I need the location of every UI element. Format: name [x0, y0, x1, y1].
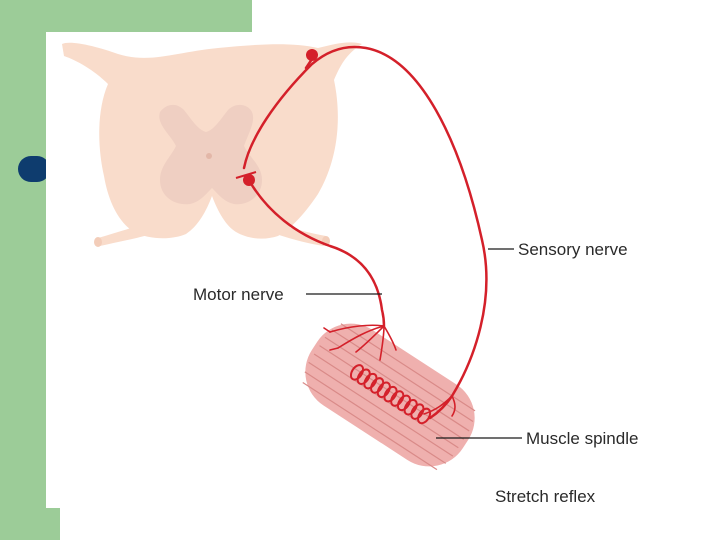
muscle-spindle-coil — [349, 364, 432, 425]
sensory-neuron-cell-body — [306, 49, 318, 61]
motor-end-plate-branches — [323, 324, 397, 361]
motor-nerve-path — [248, 180, 386, 328]
slide-bullet-marker — [18, 156, 50, 182]
root-end-left — [94, 237, 102, 247]
label-muscle-spindle: Muscle spindle — [526, 429, 639, 448]
motor-neuron-cell-body — [243, 174, 255, 186]
slide-green-band-left — [0, 0, 46, 540]
central-canal — [206, 153, 212, 159]
muscle-fibers — [302, 323, 476, 471]
muscle — [302, 323, 476, 471]
label-motor-nerve: Motor nerve — [193, 285, 284, 304]
slide-green-band-bottom — [0, 508, 60, 540]
label-sensory-nerve: Sensory nerve — [518, 240, 628, 259]
spinal-cord-ventral-root-left — [98, 222, 152, 246]
label-stretch-reflex: Stretch reflex — [495, 487, 596, 506]
